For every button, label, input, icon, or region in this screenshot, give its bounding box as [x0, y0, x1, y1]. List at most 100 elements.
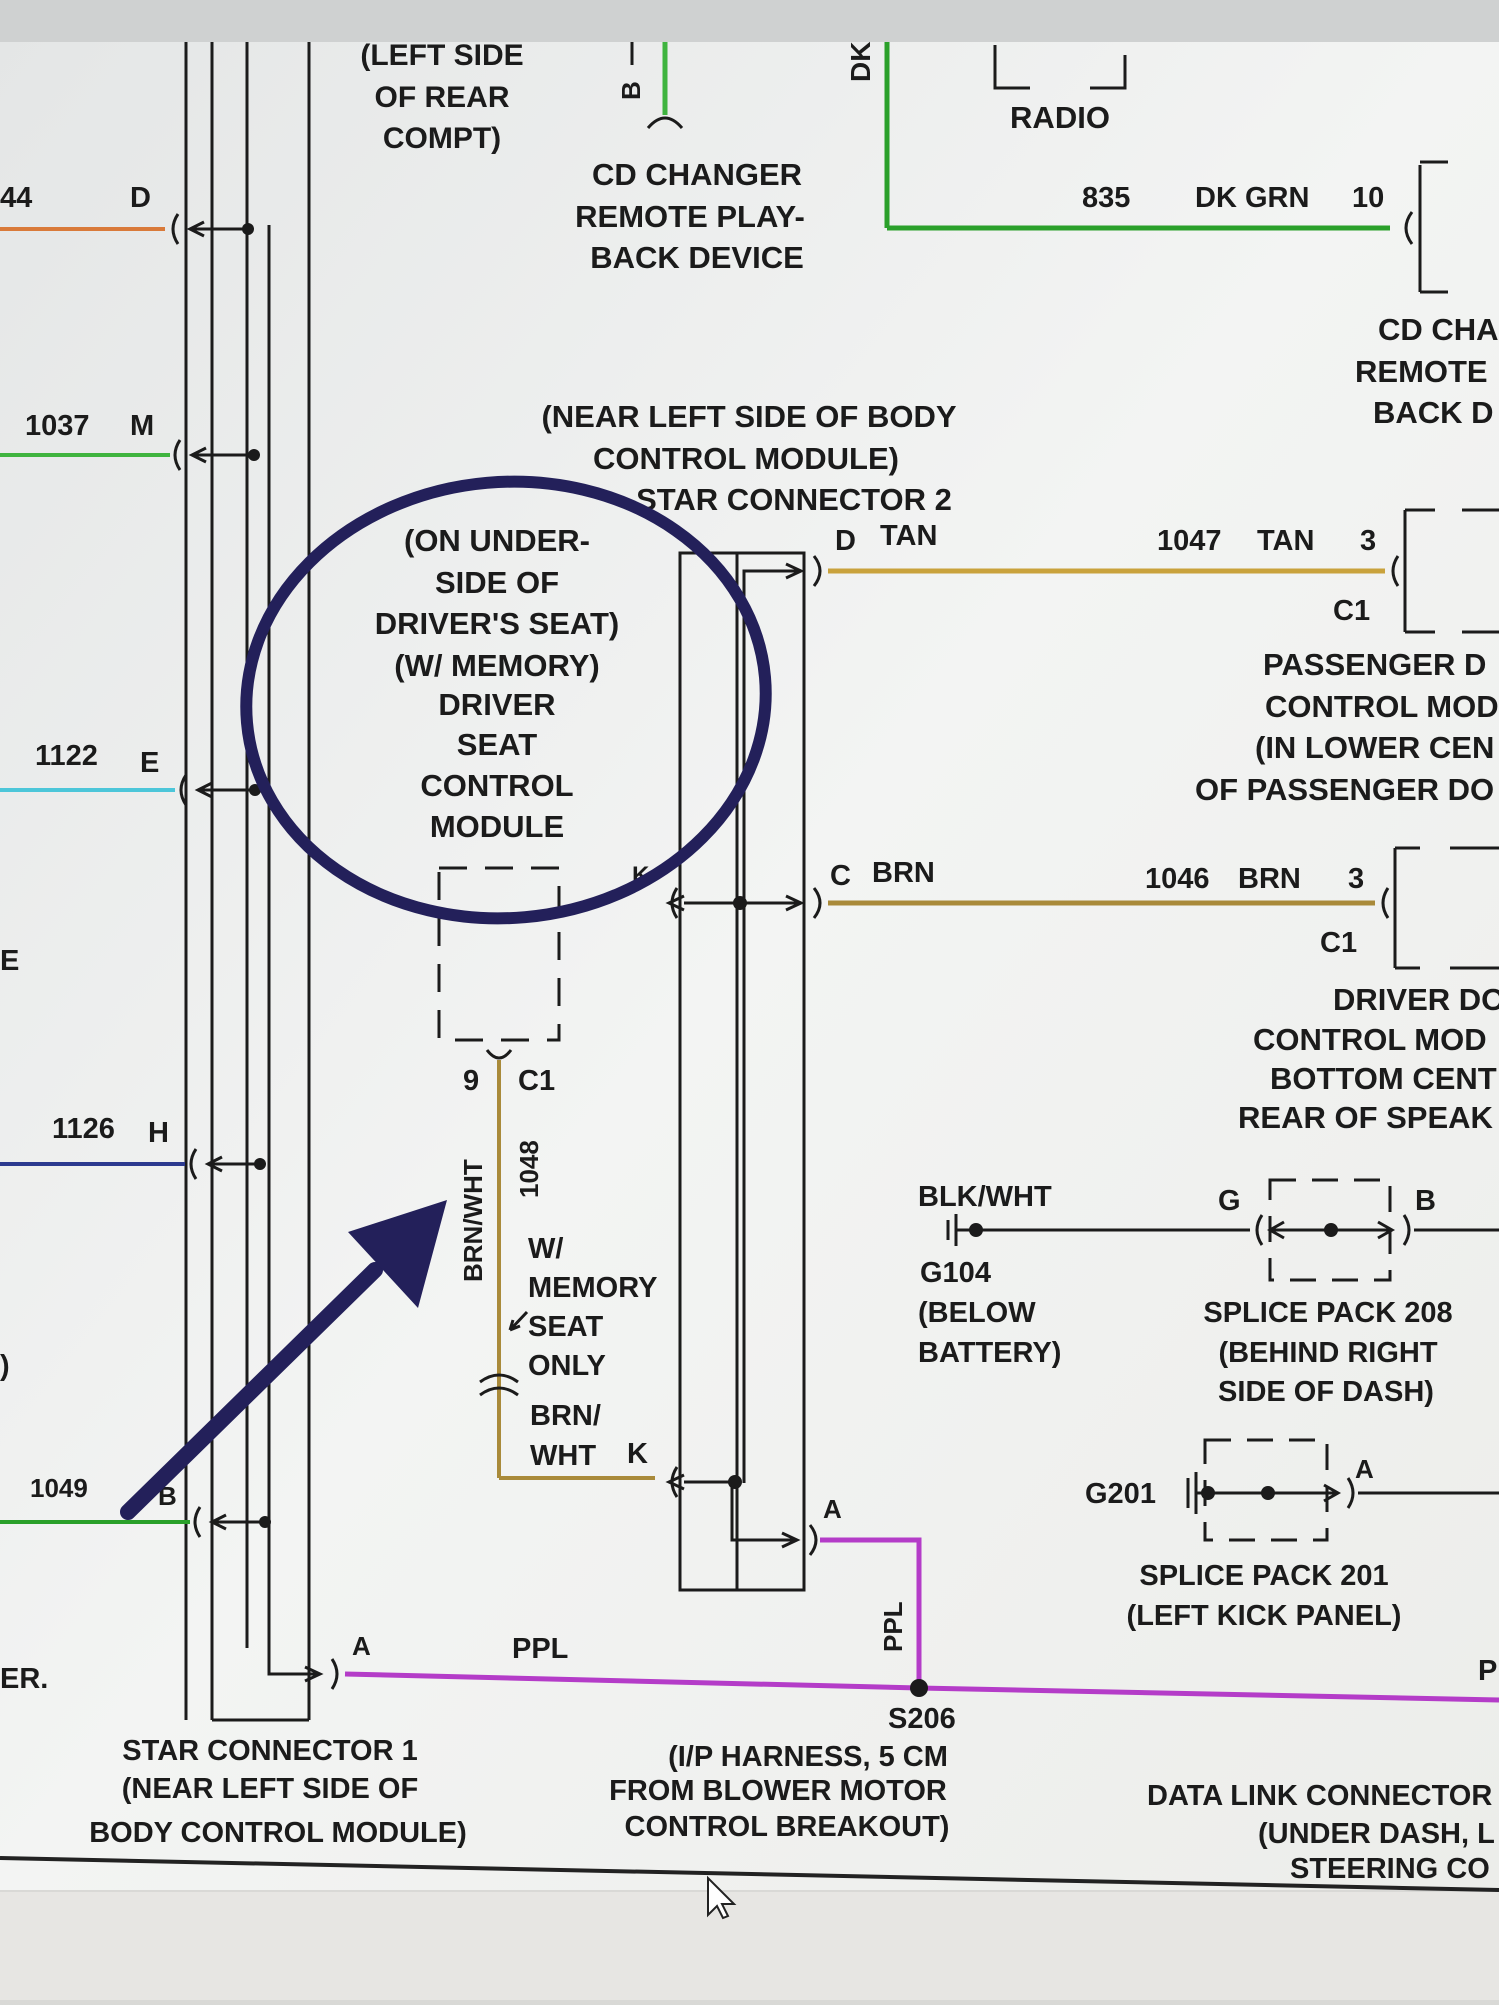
ppl-color-label: PPL: [512, 1633, 568, 1665]
passenger-door-module-label: PASSENGER D CONTROL MOD (IN LOWER CEN OF…: [1195, 647, 1499, 807]
splice-208-label: SPLICE PACK 208 (BEHIND RIGHT SIDE OF DA…: [1203, 1297, 1452, 1408]
svg-text:ONLY: ONLY: [528, 1350, 606, 1382]
memory-seat-note: W/ MEMORY SEAT ONLY: [528, 1233, 657, 1382]
g201-id: G201: [1085, 1478, 1156, 1510]
seat-module-label: (ON UNDER- SIDE OF DRIVER'S SEAT) (W/ ME…: [375, 523, 620, 844]
svg-text:DATA LINK CONNECTOR: DATA LINK CONNECTOR: [1147, 1780, 1492, 1812]
circuit-1047-number: 1047: [1157, 525, 1222, 557]
svg-text:(BELOW: (BELOW: [918, 1297, 1036, 1329]
edge-fragment-er: ER.: [0, 1663, 48, 1695]
svg-text:STEERING CO: STEERING CO: [1290, 1853, 1490, 1885]
g104-location: (BELOW BATTERY): [918, 1297, 1061, 1369]
svg-text:DRIVER'S SEAT): DRIVER'S SEAT): [375, 606, 620, 641]
dk-fragment-label: DK: [845, 42, 876, 82]
svg-text:STAR CONNECTOR 1: STAR CONNECTOR 1: [122, 1735, 417, 1767]
circuit-44-pin: D: [130, 182, 151, 214]
star-connector-2-bus: [665, 551, 822, 1592]
annotation-circle: [240, 475, 772, 925]
cd-changer-pin-letters: B: [616, 81, 646, 100]
svg-text:BACK DEVICE: BACK DEVICE: [590, 240, 804, 275]
cd-changer-remote-label: CD CHANGER REMOTE PLAY- BACK DEVICE: [575, 157, 805, 275]
left-wires: [0, 227, 190, 1524]
cd-changer-right-connector: [1404, 165, 1422, 292]
tan-color-label: TAN: [880, 520, 937, 552]
seat-module-pin: 9: [463, 1065, 479, 1097]
seat-wire-color: BRN/WHT: [458, 1159, 488, 1282]
circuit-1048-number: 1048: [514, 1140, 544, 1198]
svg-text:OF REAR: OF REAR: [375, 81, 510, 114]
svg-text:CONTROL BREAKOUT): CONTROL BREAKOUT): [625, 1811, 950, 1843]
driver-door-module-label: DRIVER DO CONTROL MOD BOTTOM CENT REAR O…: [1238, 982, 1499, 1135]
splice-208-symbol: [1255, 1178, 1499, 1282]
cd-changer-connector: [646, 116, 684, 130]
note-pointer-arrow: [508, 1310, 529, 1332]
svg-text:CONTROL MODULE): CONTROL MODULE): [593, 441, 899, 476]
circuit-1047-pin: 3: [1360, 525, 1376, 557]
brn-pin-c: C: [830, 860, 851, 892]
seat-module-connector: [485, 1049, 513, 1060]
seat-module-housing: [437, 866, 561, 1042]
svg-text:SIDE OF: SIDE OF: [435, 565, 559, 600]
svg-text:SIDE OF DASH): SIDE OF DASH): [1218, 1376, 1434, 1408]
svg-text:CD CHANGER: CD CHANGER: [592, 157, 802, 192]
splice-208-pin-b: B: [1415, 1185, 1436, 1217]
svg-text:BACK D: BACK D: [1373, 395, 1494, 430]
circuit-835-color: DK GRN: [1195, 182, 1309, 214]
circuit-1046-pin: 3: [1348, 863, 1364, 895]
g104-wire-color: BLK/WHT: [918, 1181, 1052, 1213]
passenger-module-connector: [1391, 508, 1499, 634]
svg-text:REMOTE: REMOTE: [1355, 354, 1488, 389]
svg-text:SEAT: SEAT: [528, 1311, 603, 1343]
svg-text:(ON UNDER-: (ON UNDER-: [404, 523, 590, 558]
svg-text:(LEFT SIDE: (LEFT SIDE: [360, 39, 523, 72]
circuit-1046-number: 1046: [1145, 863, 1210, 895]
svg-text:(BEHIND RIGHT: (BEHIND RIGHT: [1218, 1337, 1437, 1369]
data-link-connector-label: DATA LINK CONNECTOR (UNDER DASH, L STEER…: [1147, 1780, 1495, 1885]
svg-text:OF PASSENGER DO: OF PASSENGER DO: [1195, 772, 1494, 807]
svg-text:DRIVER: DRIVER: [438, 687, 555, 722]
circuit-1046-color: BRN: [1238, 863, 1301, 895]
svg-text:CONTROL MOD: CONTROL MOD: [1253, 1022, 1487, 1057]
seat-module-conn-c1: C1: [518, 1065, 555, 1097]
s206-id: S206: [888, 1703, 956, 1735]
cd-changer-right-housing: [1420, 160, 1448, 294]
seat-inline-connector: [479, 1373, 519, 1397]
star-connector-2-dots: [728, 896, 747, 1489]
circuit-1037-pin: M: [130, 410, 154, 442]
s206-location: (I/P HARNESS, 5 CM FROM BLOWER MOTOR CON…: [609, 1741, 949, 1843]
svg-text:SPLICE PACK 201: SPLICE PACK 201: [1139, 1560, 1388, 1592]
svg-text:PASSENGER D: PASSENGER D: [1263, 647, 1486, 682]
star-connector-1-label: STAR CONNECTOR 1 (NEAR LEFT SIDE OF BODY…: [89, 1735, 467, 1849]
cd-changer-right-label: CD CHA REMOTE BACK D: [1355, 312, 1499, 430]
brn-color-label: BRN: [872, 857, 935, 889]
svg-text:(IN LOWER CEN: (IN LOWER CEN: [1255, 730, 1494, 765]
circuit-1047-color: TAN: [1257, 525, 1314, 557]
splice-208-pin-g: G: [1218, 1185, 1241, 1217]
left-connector-symbols: [171, 213, 339, 1690]
mouse-cursor-icon: [707, 1875, 737, 1920]
rear-compartment-label: (LEFT SIDE OF REAR COMPT): [360, 39, 523, 155]
svg-text:CONTROL MOD: CONTROL MOD: [1265, 689, 1499, 724]
s206-splice-dot: [910, 1679, 928, 1697]
edge-fragment-e: E: [0, 945, 19, 977]
svg-text:(UNDER DASH, L: (UNDER DASH, L: [1258, 1818, 1495, 1850]
circuit-835-pin: 10: [1352, 182, 1384, 214]
svg-text:REMOTE PLAY-: REMOTE PLAY-: [575, 199, 805, 234]
svg-text:BODY CONTROL MODULE): BODY CONTROL MODULE): [89, 1817, 467, 1849]
svg-text:(NEAR LEFT SIDE OF BODY: (NEAR LEFT SIDE OF BODY: [541, 399, 956, 434]
svg-text:SEAT: SEAT: [457, 727, 537, 762]
circuit-1049-number: 1049: [30, 1473, 88, 1503]
diagram-bottom-border: [0, 1856, 1499, 1892]
circuit-1126-pin: H: [148, 1117, 169, 1149]
brn-wht-lower-label: BRN/ WHT: [530, 1400, 601, 1472]
svg-text:BRN/: BRN/: [530, 1400, 601, 1432]
annotation-arrow-head: [348, 1200, 447, 1308]
ppl-pin-a-top: A: [823, 1494, 842, 1524]
svg-text:STAR CONNECTOR 2: STAR CONNECTOR 2: [636, 482, 952, 517]
svg-text:WHT: WHT: [530, 1440, 596, 1472]
svg-text:W/: W/: [528, 1233, 563, 1265]
annotation-arrow-shaft: [120, 1262, 383, 1520]
splice-201-pin-a: A: [1355, 1454, 1374, 1484]
